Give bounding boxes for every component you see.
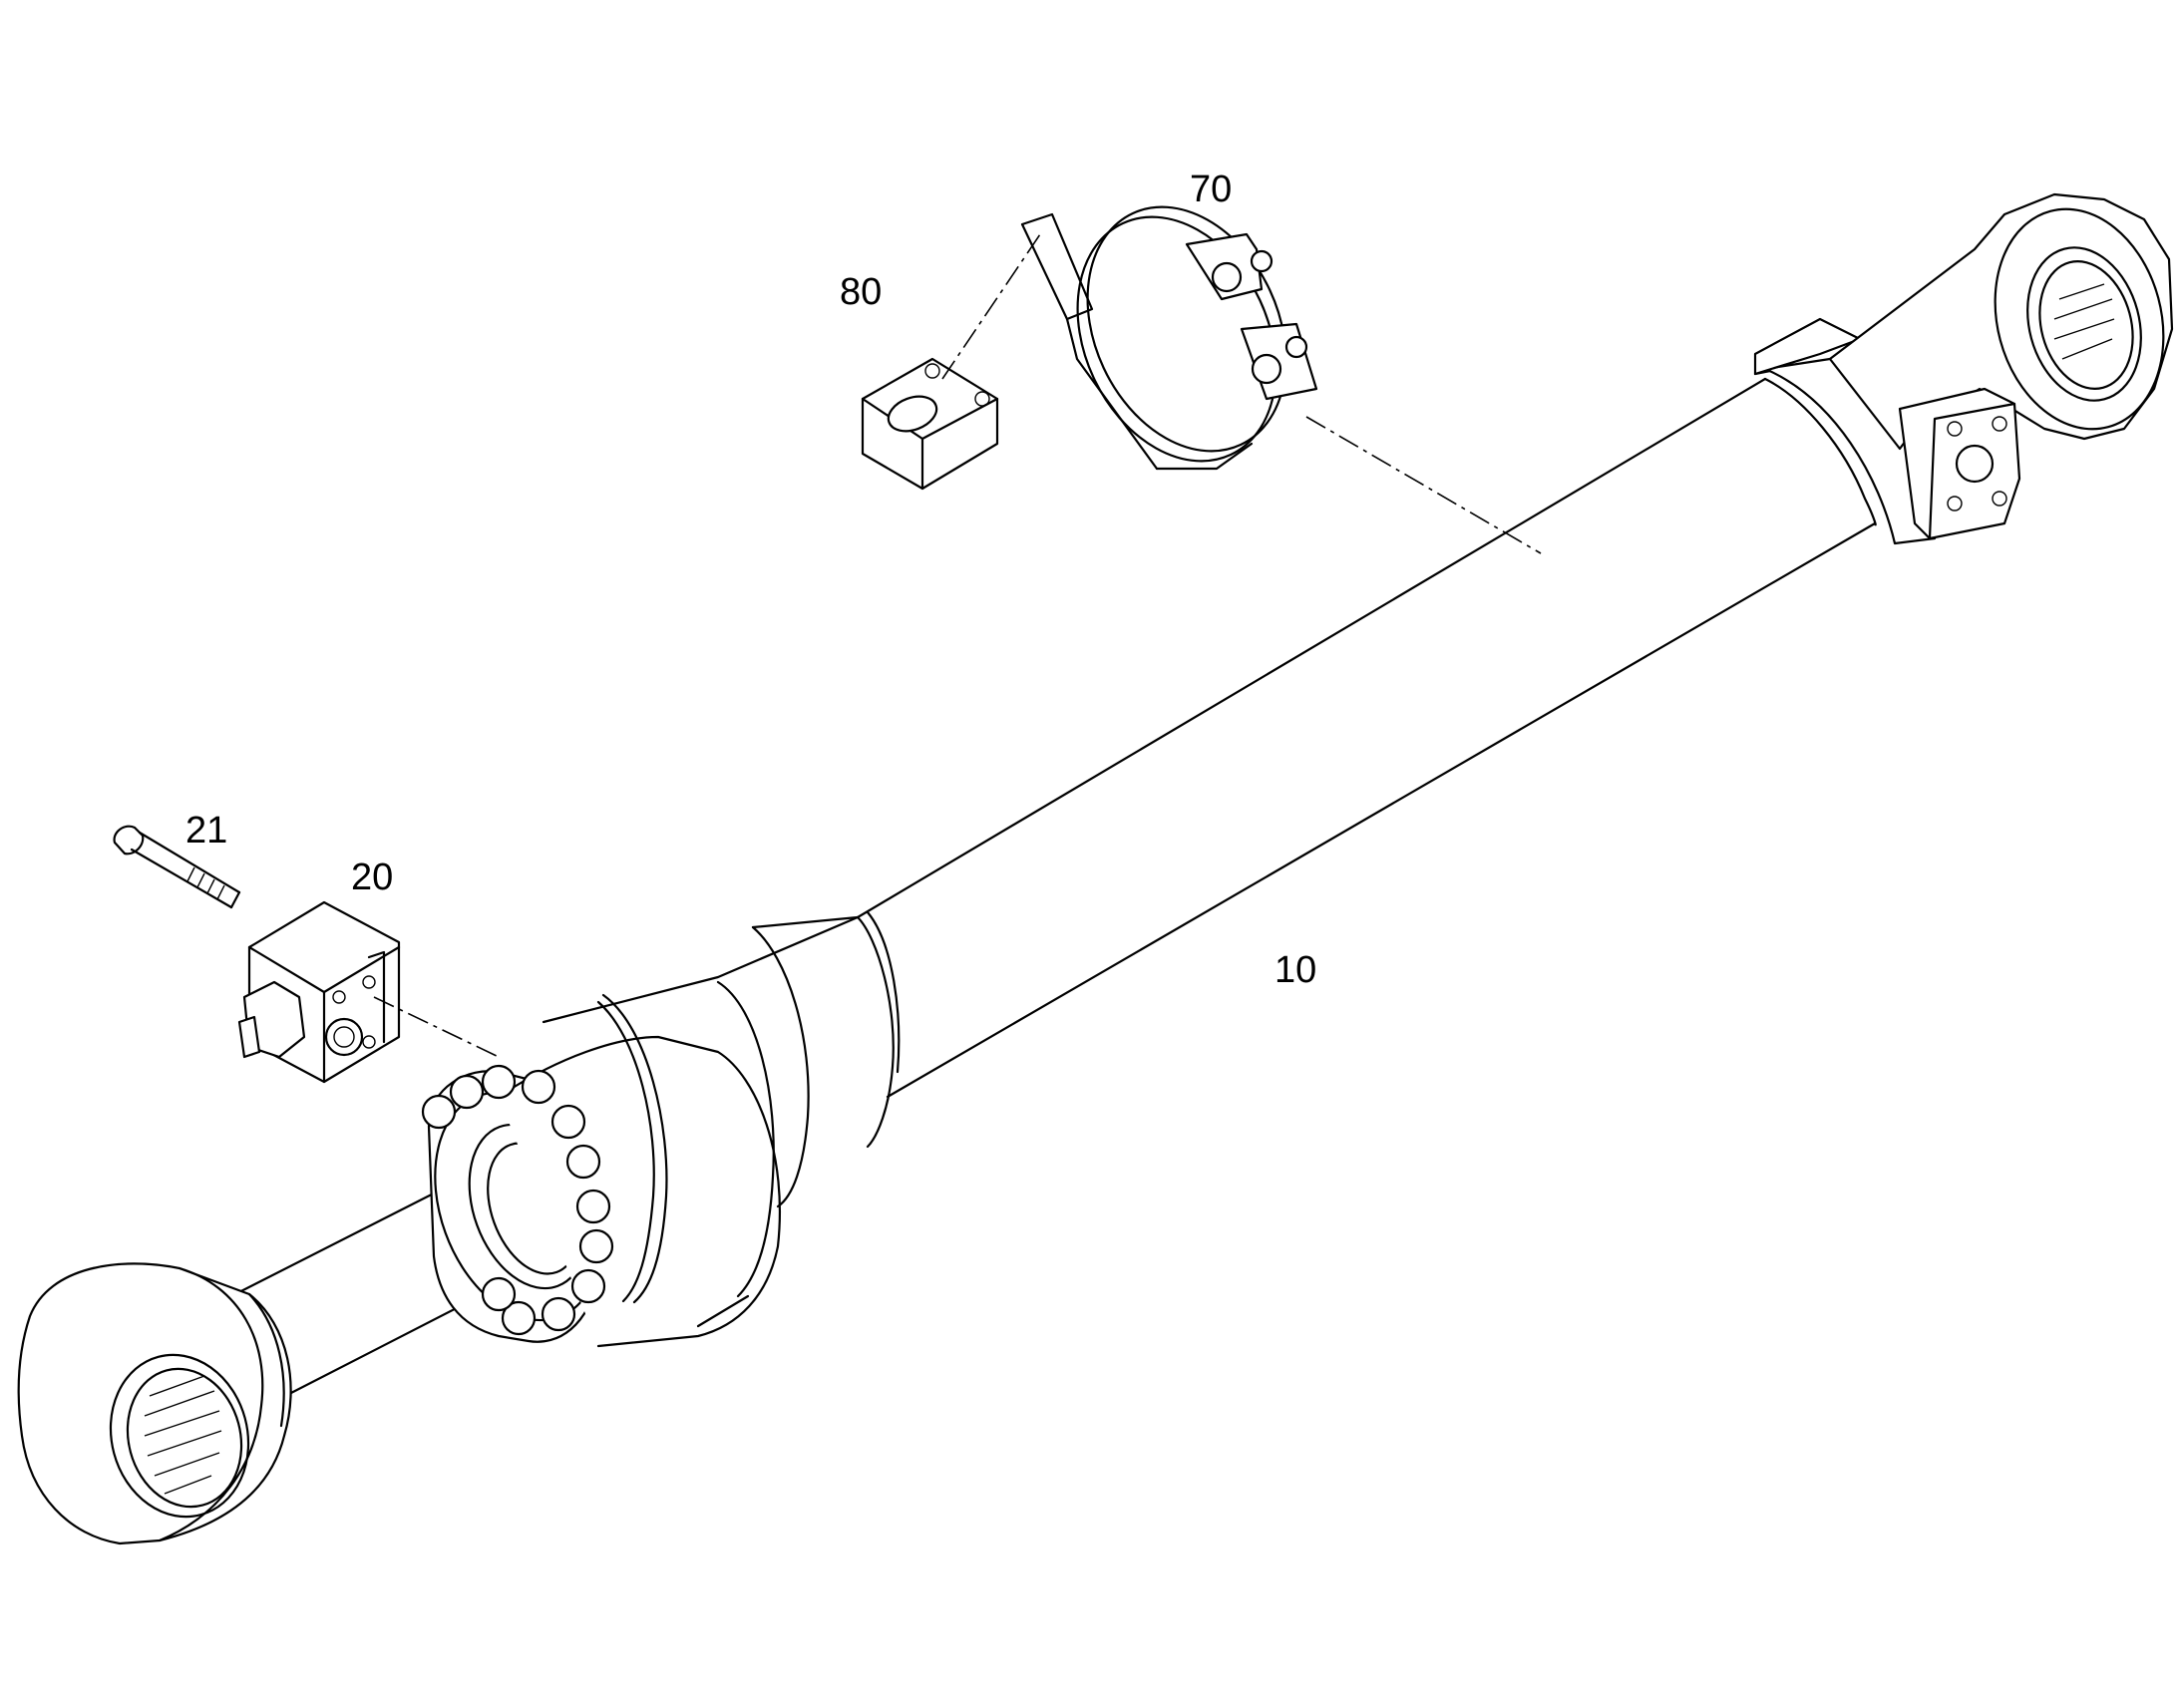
valve-block [237,900,401,1084]
callout-labels: 10 20 21 70 80 [185,169,1316,991]
callout-80: 80 [840,271,882,313]
callout-21: 21 [185,810,227,852]
head-bolts [421,1064,614,1336]
callout-10: 10 [1274,949,1316,991]
cylinder-barrel [856,377,1877,1099]
callout-20: 20 [351,856,393,898]
callout-70: 70 [1190,169,1232,210]
cylinder-base-end [1753,192,2174,545]
cylinder-gland [542,910,901,1328]
pipe-clamp [1020,205,1318,471]
cylinder-head-flange [421,1035,782,1348]
clamp-block [861,357,999,491]
hydraulic-cylinder [17,192,2174,1545]
rod-end-eye [17,1262,292,1545]
assembly-lines [373,230,1542,1058]
bolt [113,825,241,909]
